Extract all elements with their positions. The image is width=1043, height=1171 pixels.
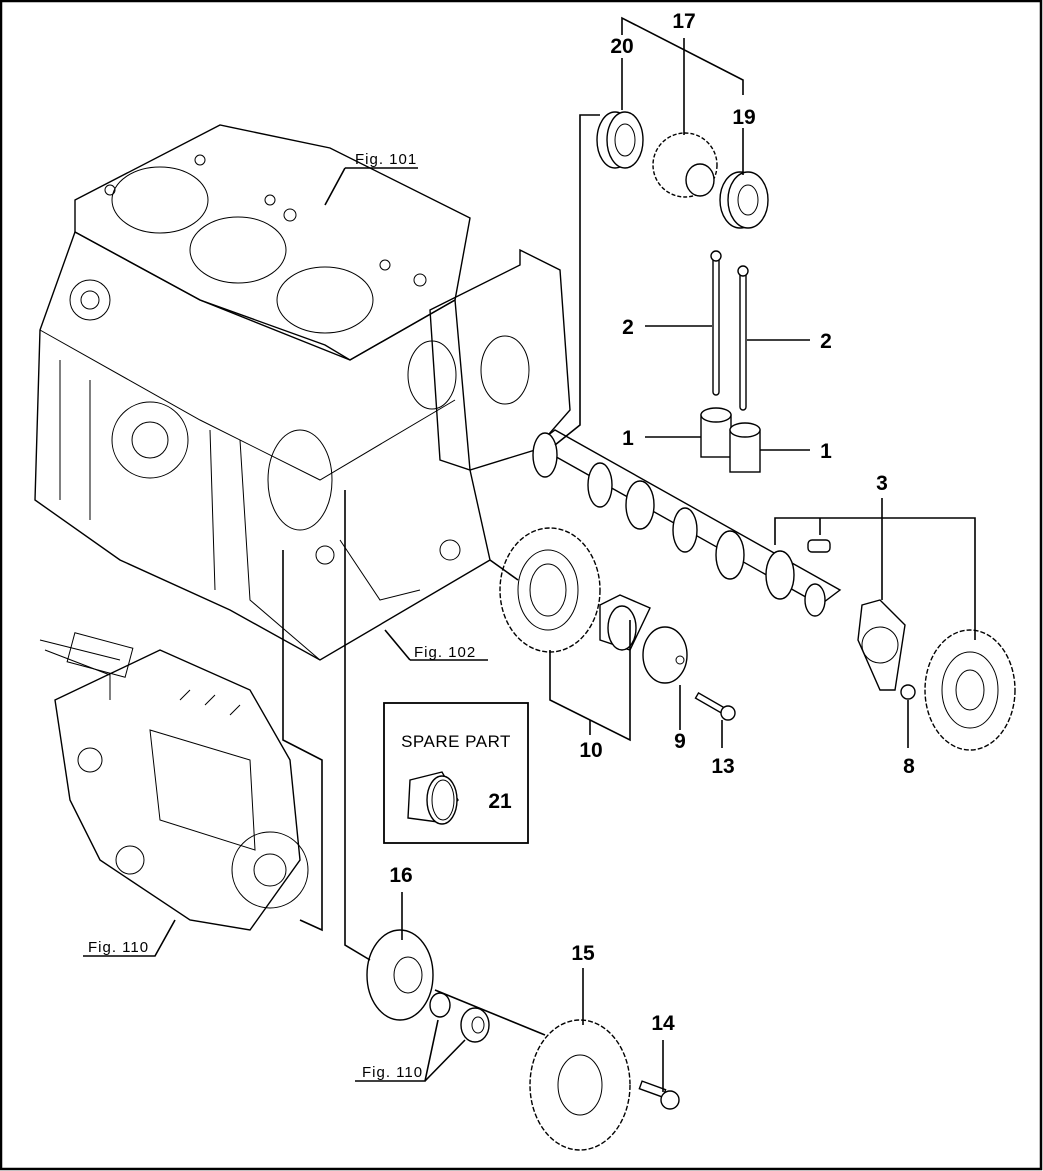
callout-19: 19	[732, 106, 755, 129]
callout-16: 16	[389, 864, 412, 887]
callout-2-left: 2	[622, 316, 634, 339]
callout-15: 15	[571, 942, 595, 965]
cylinder-block-illustration	[34, 124, 571, 661]
idle-gear-illustration	[499, 527, 601, 653]
bolt-8-illustration	[900, 684, 916, 700]
push-rod-illustration	[710, 250, 749, 411]
thrust-plate-illustration	[857, 599, 906, 691]
spare-part-box: SPARE PART 21	[383, 702, 529, 844]
pump-gear-15-illustration	[529, 1019, 631, 1151]
bolt-14-illustration	[638, 1080, 680, 1110]
bolt-13-illustration	[694, 691, 736, 721]
fig-ref-102[interactable]: Fig. 102	[414, 644, 476, 661]
callout-21: 21	[488, 790, 512, 813]
callout-17: 17	[672, 10, 695, 33]
camshaft-illustration	[532, 429, 842, 617]
callout-8: 8	[903, 755, 915, 778]
spare-part-title: SPARE PART	[401, 732, 511, 751]
callout-14: 14	[651, 1012, 675, 1035]
bearing-19-illustration	[719, 171, 769, 229]
callout-20: 20	[610, 35, 633, 58]
fig-ref-101[interactable]: Fig. 101	[355, 151, 417, 168]
bushing-21-illustration	[407, 771, 459, 825]
bearing-20-illustration	[596, 111, 644, 169]
fig-ref-110-pump[interactable]: Fig. 110	[88, 939, 149, 956]
callout-1-left: 1	[622, 427, 634, 450]
callout-2-right: 2	[820, 330, 832, 353]
idle-gear-17-illustration	[652, 132, 718, 198]
nut-illustration	[460, 1007, 490, 1043]
callout-1-right: 1	[820, 440, 832, 463]
camshaft-gear-illustration	[924, 629, 1016, 751]
callout-10: 10	[579, 739, 602, 762]
idle-shaft-illustration	[642, 626, 688, 684]
callout-3: 3	[876, 472, 888, 495]
pump-drive-hub-16-illustration	[366, 929, 434, 1021]
callout-9: 9	[674, 730, 686, 753]
washer-illustration	[429, 992, 451, 1018]
bushing-illustration	[599, 594, 651, 651]
tappet-illustration	[700, 407, 761, 473]
fig-ref-110-parts[interactable]: Fig. 110	[362, 1064, 423, 1081]
injection-pump-illustration	[39, 632, 309, 931]
callout-13: 13	[711, 755, 734, 778]
